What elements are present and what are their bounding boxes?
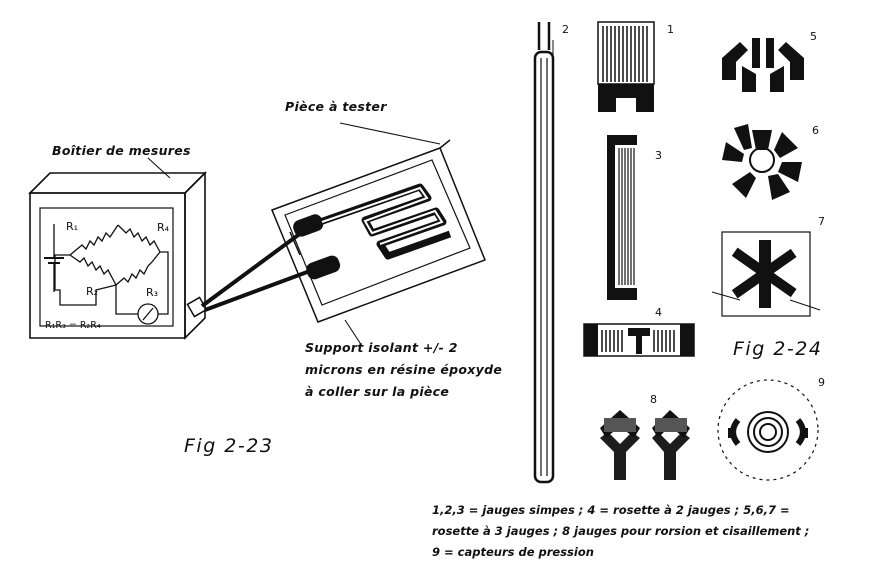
measurement-box xyxy=(28,171,207,340)
label-gauge-6: 6 xyxy=(812,124,819,137)
label-boitier: Boîtier de mesures xyxy=(52,143,191,158)
gauge-6-rosette xyxy=(722,124,802,200)
label-piece: Pièce à tester xyxy=(285,99,387,114)
gauge-grid xyxy=(293,183,452,280)
label-r1: R₁ xyxy=(66,220,79,233)
label-r2: R₂ xyxy=(86,285,99,298)
label-r4: R₄ xyxy=(157,221,170,234)
label-gauge-2: 2 xyxy=(562,23,569,36)
gauge-5-rosette xyxy=(722,38,804,92)
label-support-2: microns en résine époxyde xyxy=(305,362,503,377)
gauge-4 xyxy=(583,323,695,357)
label-gauge-8: 8 xyxy=(650,393,657,406)
fig-2-24-label: Fig 2-24 xyxy=(733,338,823,360)
label-support-3: à coller sur la pièce xyxy=(305,384,450,399)
label-gauge-9: 9 xyxy=(818,376,825,389)
leader-lines xyxy=(147,122,441,347)
caption-line-1: 1,2,3 = jauges simpes ; 4 = rosette à 2 … xyxy=(432,503,790,517)
label-r3: R₃ xyxy=(146,286,159,299)
label-gauge-3: 3 xyxy=(655,149,662,162)
fig-2-23-label: Fig 2-23 xyxy=(184,435,274,457)
gauge-2 xyxy=(533,22,555,484)
caption-line-3: 9 = capteurs de pression xyxy=(432,545,594,559)
gauge-7-rosette xyxy=(711,231,821,317)
gauge-1 xyxy=(597,21,655,112)
label-gauge-1: 1 xyxy=(667,23,674,36)
label-gauge-5: 5 xyxy=(810,30,817,43)
wheatstone-bridge xyxy=(44,224,169,325)
gauge-9-pressure xyxy=(717,379,819,481)
caption-line-2: rosette à 3 jauges ; 8 jauges pour rorsi… xyxy=(432,524,810,538)
label-balance-formula: R₁R₃ = R₂R₄ xyxy=(45,320,101,331)
gauge-3 xyxy=(607,135,637,300)
label-gauge-4: 4 xyxy=(655,306,662,319)
label-gauge-7: 7 xyxy=(818,215,825,228)
gauge-8-torsion xyxy=(600,410,690,480)
label-support-1: Support isolant +/- 2 xyxy=(305,340,458,355)
